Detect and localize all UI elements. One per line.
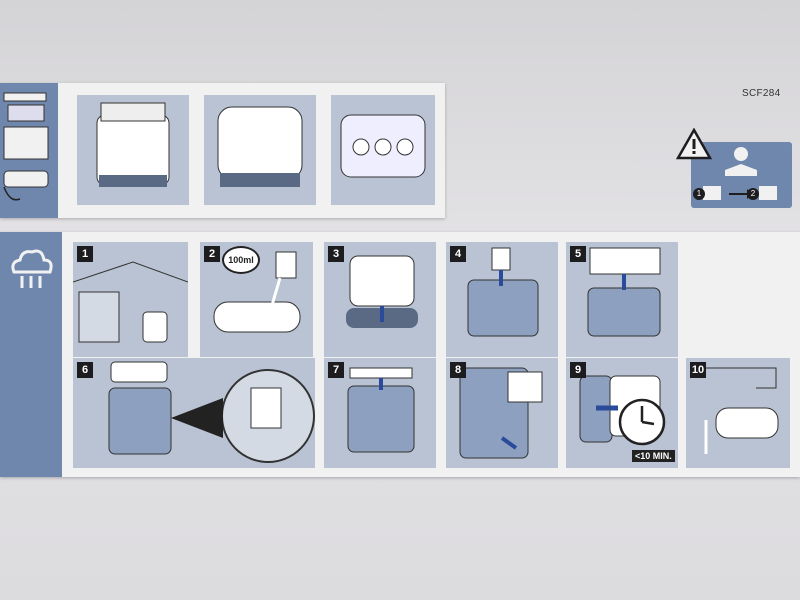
bottom-side-strip xyxy=(0,232,62,477)
top-frame-2 xyxy=(204,95,316,205)
top-side-strip xyxy=(0,83,58,218)
step-6-frame: 6 xyxy=(73,358,315,468)
step-7-frame: 7 xyxy=(324,358,436,468)
step-5-frame: 5 xyxy=(566,242,678,357)
manual-step-1: 1 xyxy=(693,188,705,200)
bottom-instruction-panel: 1 2 100ml 3 4 5 6 7 xyxy=(0,232,800,477)
steam-cloud-icon xyxy=(11,249,53,288)
step-3-frame: 3 xyxy=(324,242,436,357)
step-number: 4 xyxy=(450,246,466,262)
model-code: SCF284 xyxy=(742,88,781,99)
water-amount-label: 100ml xyxy=(222,246,260,274)
manual-step-2: 2 xyxy=(747,188,759,200)
step-number: 3 xyxy=(328,246,344,262)
step-1-frame: 1 xyxy=(73,242,188,357)
step-number: 9 xyxy=(570,362,586,378)
step-number: 10 xyxy=(690,362,706,378)
step-9-frame: 9 <10 MIN. xyxy=(566,358,678,468)
steriliser-assembly-icon xyxy=(3,92,49,201)
step-8-frame: 8 xyxy=(446,358,558,468)
time-limit-label: <10 MIN. xyxy=(632,450,675,462)
warning-triangle-icon xyxy=(676,128,712,160)
step-10-frame: 10 xyxy=(686,358,790,468)
step-number: 1 xyxy=(77,246,93,262)
top-frame-1 xyxy=(77,95,189,205)
step-number: 6 xyxy=(77,362,93,378)
step-number: 5 xyxy=(570,246,586,262)
step-number: 7 xyxy=(328,362,344,378)
step-number: 2 xyxy=(204,246,220,262)
step-4-frame: 4 xyxy=(446,242,558,357)
step-2-frame: 2 100ml xyxy=(200,242,313,357)
top-frame-3 xyxy=(331,95,435,205)
top-instruction-panel xyxy=(0,83,445,218)
step-number: 8 xyxy=(450,362,466,378)
